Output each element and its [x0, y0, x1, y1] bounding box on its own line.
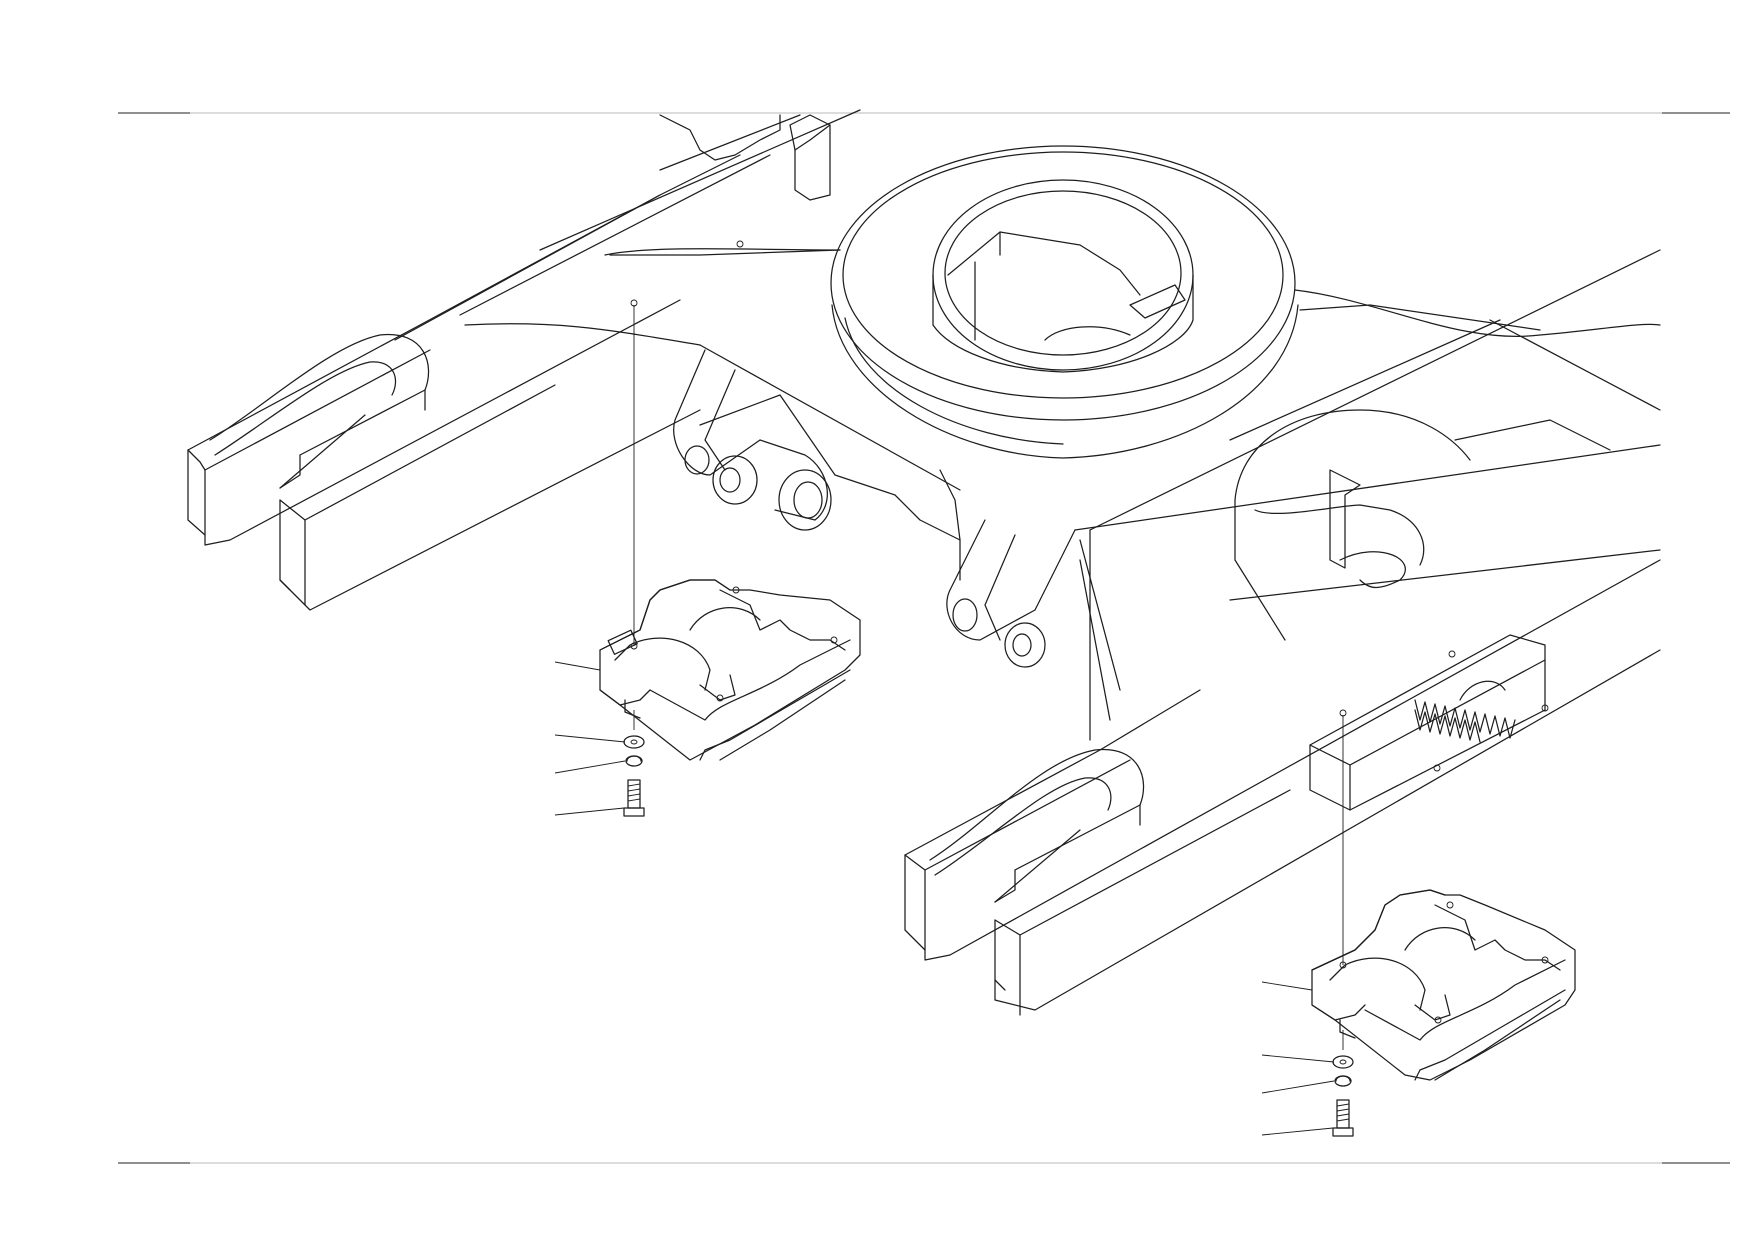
right-track-guard [1311, 709, 1576, 1081]
center-body [464, 145, 1661, 741]
left-track-frame [187, 109, 861, 611]
serrated-plate [1309, 634, 1549, 811]
left-track-guard [599, 299, 861, 761]
center-lugs [673, 349, 1121, 721]
right-fasteners [1261, 981, 1354, 1137]
page-frame [118, 112, 1730, 1164]
right-cavity [1234, 409, 1611, 641]
right-track-frame [904, 559, 1661, 1016]
left-fasteners [554, 661, 645, 817]
upper-lug [659, 114, 831, 248]
